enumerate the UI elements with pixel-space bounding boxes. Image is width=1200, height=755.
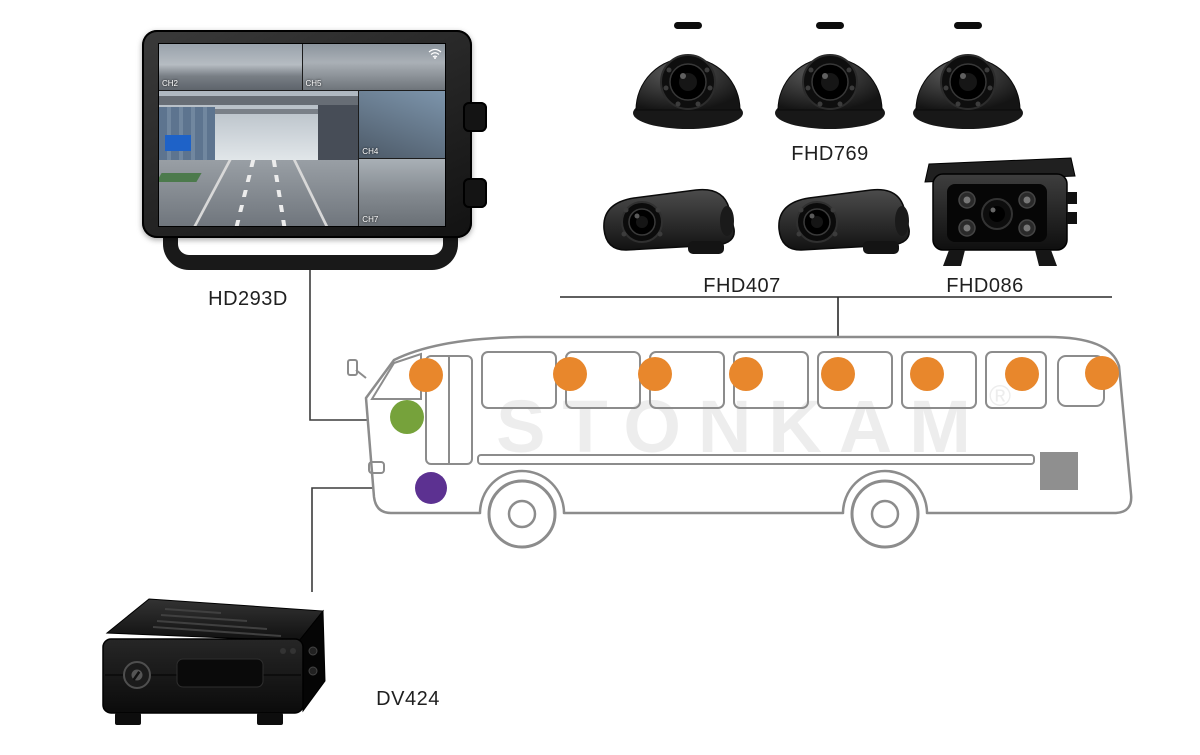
label-rear-camera-model: FHD086 <box>946 275 1024 297</box>
ir-led-array <box>958 191 1036 237</box>
dome-camera-2 <box>774 21 886 130</box>
monitor-screen: CH2 CH5 <box>158 43 446 227</box>
screen-main-view <box>159 91 360 226</box>
camera-position-marker <box>638 357 672 391</box>
camera-position-marker <box>553 357 587 391</box>
side-camera-1 <box>602 188 736 255</box>
bus-window <box>817 351 893 409</box>
monitor-mount-knob <box>463 178 487 208</box>
bus-headlight <box>368 461 385 474</box>
bus-windshield <box>370 352 422 400</box>
dome-camera-group <box>632 21 1024 130</box>
label-dvr-model: DV424 <box>376 688 440 710</box>
camera-position-marker <box>821 357 855 391</box>
camera-position-marker <box>729 357 763 391</box>
dvr-foot <box>115 713 141 725</box>
channel-label: CH4 <box>362 147 379 156</box>
channel-label: CH7 <box>362 215 379 224</box>
bus-mirror <box>347 359 358 376</box>
camera-position-marker <box>1005 357 1039 391</box>
channel-label: CH2 <box>162 79 179 88</box>
dvr-vent-slots <box>152 608 282 637</box>
wifi-icon <box>428 46 442 64</box>
camera-position-markers <box>409 356 1119 392</box>
dvr-device <box>102 598 326 725</box>
mount-bracket-leg <box>1035 250 1057 266</box>
dvr-foot <box>257 713 283 725</box>
highway-road <box>159 160 359 226</box>
side-camera-2 <box>777 188 911 255</box>
bus-window <box>985 351 1047 409</box>
camera-position-marker <box>910 357 944 391</box>
lock-keyhole <box>123 661 151 689</box>
dvr-port <box>308 666 318 676</box>
side-camera-group <box>602 188 911 255</box>
monitor-device: CH2 CH5 <box>142 30 487 238</box>
dome-camera-3 <box>912 21 1024 130</box>
bus-window <box>901 351 977 409</box>
camera-position-marker <box>1085 356 1119 390</box>
dvr-top-face <box>105 598 324 642</box>
channel-label: CH5 <box>305 79 322 88</box>
bus-wheel-rear <box>850 479 920 549</box>
screen-channel-cell: CH2 <box>159 44 303 90</box>
dvr-recess-panel <box>176 658 264 688</box>
bus-rub-rail <box>477 454 1035 465</box>
screen-channel-cell: CH4 <box>359 91 445 159</box>
screen-channel-cell: CH5 <box>302 44 445 90</box>
rear-camera-device <box>924 157 1077 266</box>
front-camera-marker <box>390 400 424 434</box>
bus-wheel-front <box>487 479 557 549</box>
dvr-port <box>308 646 318 656</box>
mount-bracket-leg <box>943 250 965 266</box>
registered-trademark-symbol: ® <box>989 380 1011 413</box>
connector-line-monitor <box>309 262 394 421</box>
road-sign <box>165 135 191 151</box>
camera-lens <box>981 198 1013 230</box>
dome-camera-1 <box>632 21 744 130</box>
bus-engine-vent <box>1040 452 1078 490</box>
label-monitor-model: HD293D <box>208 288 288 310</box>
label-side-camera-model: FHD407 <box>703 275 781 297</box>
monitor-mount-knob <box>463 102 487 132</box>
connector-line-cameras <box>560 296 1112 336</box>
screen-channel-cell: CH7 <box>359 159 445 226</box>
camera-position-marker <box>409 358 443 392</box>
dvr-position-marker <box>415 472 447 504</box>
label-dome-camera-model: FHD769 <box>791 143 869 165</box>
